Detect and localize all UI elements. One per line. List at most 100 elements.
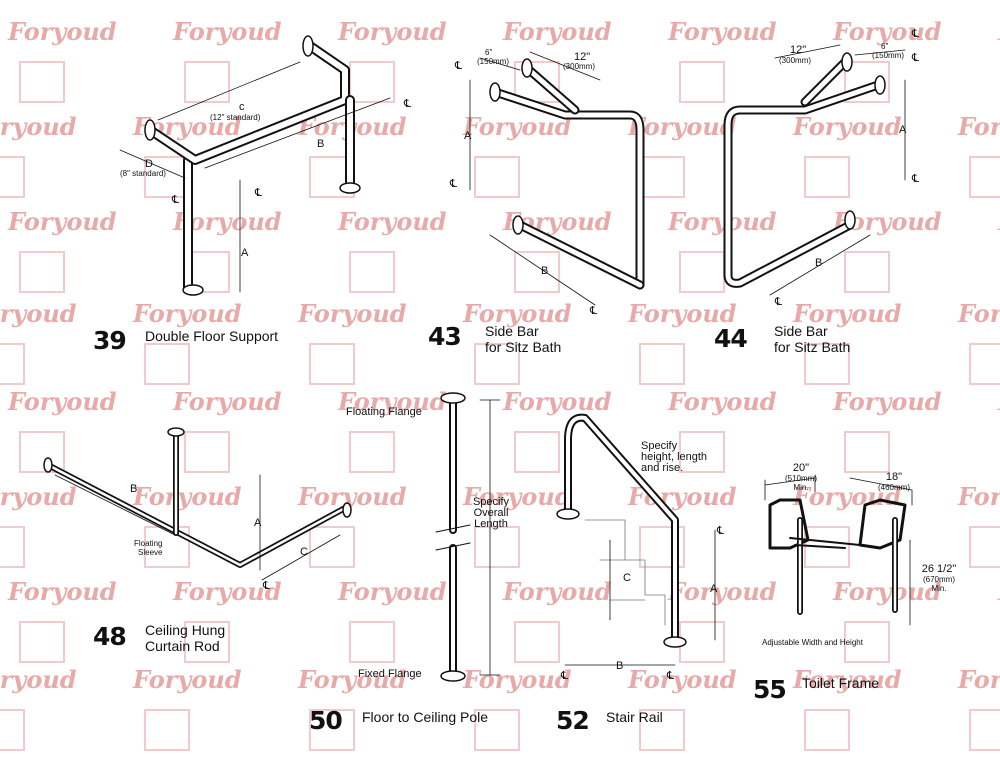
- watermark-seal: [474, 156, 520, 198]
- watermark-text: Foryoud: [832, 17, 942, 46]
- watermark-text: Foryoud: [502, 17, 612, 46]
- centerline-symbol: ℄: [172, 194, 180, 206]
- product-title-50: Floor to Ceiling Pole: [362, 709, 489, 725]
- watermark-seal: [0, 156, 25, 198]
- watermark-seal: [639, 709, 685, 751]
- floating-sleeve-line2: Sleeve: [138, 548, 163, 557]
- dim-note-d: (8" standard): [120, 169, 166, 178]
- centerline-symbol: ℄: [912, 28, 920, 40]
- watermark-text: Foryoud: [627, 299, 737, 328]
- watermark-seal: [844, 61, 890, 103]
- dim-43-6in: 6": [485, 48, 493, 57]
- watermark-seal: [184, 621, 230, 663]
- watermark-seal: [184, 61, 230, 103]
- product-number-52: 52: [556, 706, 590, 735]
- watermark-text: Foryoud: [667, 577, 777, 606]
- watermark-text: Foryoud: [337, 17, 447, 46]
- watermark-text: Foryoud: [997, 387, 1000, 416]
- watermark-text: Foryoud: [462, 482, 572, 511]
- dim-55-height: 26 1/2": [921, 563, 957, 575]
- watermark-text: Foryoud: [502, 387, 612, 416]
- dim-label-d: D: [145, 158, 153, 170]
- product-title-39: Double Floor Support: [145, 328, 279, 344]
- label-stair-spec3: and rise.: [641, 462, 684, 474]
- dim-43-a: A: [464, 130, 472, 142]
- centerline-symbol: ℄: [912, 173, 920, 185]
- dim-note-c: (12" standard): [210, 113, 261, 122]
- watermark-text: Foryoud: [172, 17, 282, 46]
- watermark-seal: [309, 343, 355, 385]
- centerline-symbol: ℄: [775, 296, 783, 308]
- watermark-text: Foryoud: [792, 112, 902, 141]
- watermark-text: Foryoud: [792, 482, 902, 511]
- label-stair-spec1: Specify: [641, 440, 678, 452]
- product-title-55: Toilet Frame: [802, 675, 880, 691]
- product-number-44: 44: [714, 324, 748, 353]
- watermark-seal: [844, 251, 890, 293]
- drawing-43-side-bar: [469, 51, 645, 306]
- dim-43-12in: 12": [574, 51, 591, 63]
- watermark-seal: [639, 526, 685, 568]
- watermark-seal: [679, 61, 725, 103]
- dim-44-b: B: [815, 257, 823, 269]
- watermark-text: Foryoud: [0, 482, 77, 511]
- dim-44-12in: 12": [790, 44, 807, 56]
- watermark-seal: [804, 526, 850, 568]
- label-specify-line3: Length: [474, 518, 508, 530]
- centerline-symbol: ℄: [404, 98, 412, 110]
- dim-43-300mm: (300mm): [563, 62, 596, 71]
- note-adjustable: Adjustable Width and Height: [762, 638, 863, 647]
- product-title-48-line1: Ceiling Hung: [145, 622, 226, 638]
- watermark-seal: [349, 251, 395, 293]
- watermark-text: Foryoud: [337, 387, 447, 416]
- watermark-text: Foryoud: [957, 665, 1000, 694]
- dim-48-b: B: [130, 483, 138, 495]
- watermark-seal: [804, 709, 850, 751]
- drawing-52-stair-rail: [556, 413, 716, 666]
- centerline-symbol: ℄: [667, 670, 675, 682]
- watermark-text: Foryoud: [297, 482, 407, 511]
- centerline-symbol: ℄: [255, 187, 263, 199]
- watermark-seal: [969, 709, 1000, 751]
- watermark-seal: [474, 526, 520, 568]
- watermark-seal: [144, 343, 190, 385]
- watermark-text: Foryoud: [7, 17, 117, 46]
- watermark-text: Foryoud: [7, 387, 117, 416]
- watermark-seal: [474, 343, 520, 385]
- centerline-symbol: ℄: [912, 52, 920, 64]
- centerline-symbol: ℄: [717, 525, 725, 537]
- watermark-text: Foryoud: [627, 665, 737, 694]
- watermark-seal: [0, 343, 25, 385]
- watermark-seal: [19, 251, 65, 293]
- centerline-symbol: ℄: [263, 580, 271, 592]
- watermark-text: Foryoud: [0, 112, 77, 141]
- product-title-43-line2: for Sitz Bath: [485, 339, 562, 355]
- product-title-44-line2: for Sitz Bath: [774, 339, 851, 355]
- watermark-seal: [309, 526, 355, 568]
- watermark-text: Foryoud: [462, 665, 572, 694]
- drawing-39-double-floor-support: [119, 35, 391, 296]
- product-number-48: 48: [93, 622, 127, 651]
- watermark-seal: [144, 709, 190, 751]
- watermark-text: Foryoud: [132, 482, 242, 511]
- dim-55-depth: 18": [885, 471, 903, 483]
- watermark-text: Foryoud: [627, 112, 737, 141]
- watermark-seal: [514, 251, 560, 293]
- dim-label-b: B: [317, 138, 325, 150]
- product-number-50: 50: [309, 706, 343, 735]
- watermark-seal: [0, 709, 25, 751]
- label-fixed-flange: Fixed Flange: [358, 668, 422, 680]
- label-floating-flange: Floating Flange: [346, 406, 422, 418]
- watermark-text: Foryoud: [0, 299, 77, 328]
- watermark-text: Foryoud: [792, 665, 902, 694]
- watermark-seal: [19, 431, 65, 473]
- product-number-39: 39: [93, 326, 127, 355]
- centerline-symbol: ℄: [590, 305, 598, 317]
- dim-44-a: A: [899, 124, 907, 136]
- dim-43-b: B: [541, 265, 549, 277]
- dim-label-c: c: [239, 101, 245, 113]
- dim-55-width-mm: (510mm): [784, 474, 817, 483]
- watermark-seal: [639, 343, 685, 385]
